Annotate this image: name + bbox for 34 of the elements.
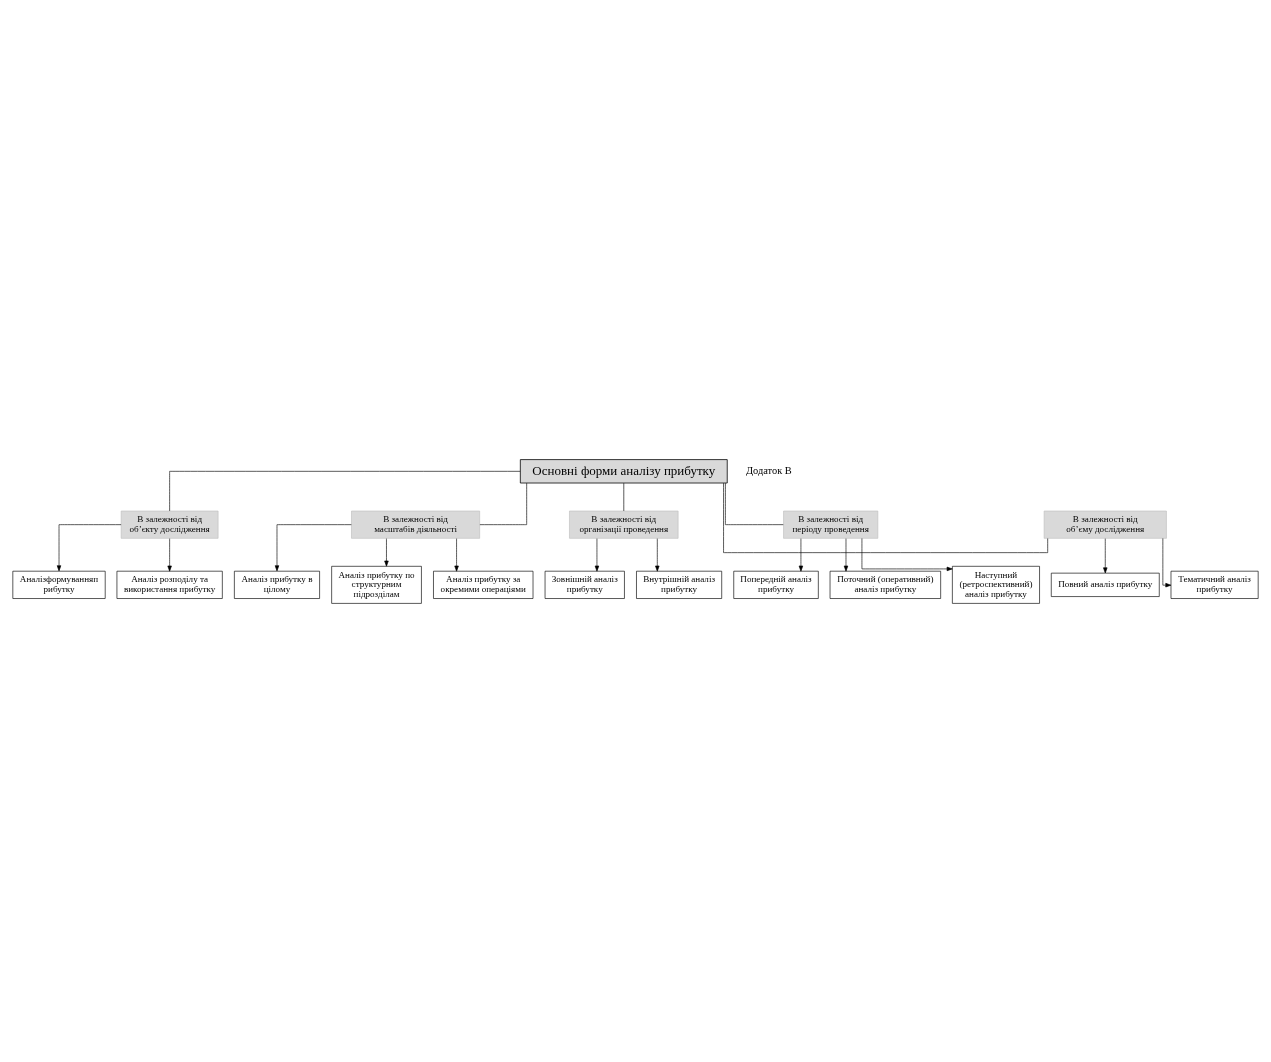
connector: [169, 470, 521, 511]
connector: [725, 482, 784, 525]
node-box: Внутрішній аналіз прибутку: [636, 570, 723, 599]
node-box: Повний аналіз прибутку: [1050, 572, 1160, 597]
node-box: В залежності від періоду проведення: [783, 510, 879, 539]
node-box: В залежності від масштабів діяльності: [351, 510, 480, 539]
arrow: [1103, 537, 1108, 573]
arrow: [861, 537, 953, 571]
node-box: В залежності від об’єкту дослідження: [120, 510, 219, 539]
arrow: [594, 537, 600, 571]
arrow: [274, 523, 352, 571]
arrow: [1162, 537, 1172, 587]
node-box: Аналіз прибутку в цілому: [234, 570, 320, 599]
node-box: Тематичний аналіз прибутку: [1170, 570, 1259, 599]
node-box: В залежності від організації проведення: [569, 510, 679, 539]
arrow: [167, 537, 172, 571]
arrow: [798, 537, 804, 571]
node-box: Наступний (ретроспективний) аналіз прибутку: [952, 565, 1040, 604]
connector: [479, 482, 527, 525]
arrow: [843, 537, 849, 571]
label: Додаток В: [745, 464, 792, 476]
node-box: В залежності від об’єму дослідження: [1043, 510, 1167, 539]
arrow: [384, 537, 389, 566]
node-box: Аналіз прибутку по структурним підрозділам: [331, 565, 422, 604]
node-box: Аналізформуванняп рибутку: [12, 570, 106, 599]
arrow: [655, 537, 660, 571]
node-box: Основні форми аналізу прибутку: [519, 458, 728, 483]
node-box: Попередній аналіз прибутку: [733, 570, 819, 599]
node-box: Поточний (оперативний) аналіз прибутку: [829, 570, 941, 599]
node-box: Аналіз прибутку за окремими операціями: [433, 570, 534, 599]
arrow: [56, 523, 122, 571]
node-box: Аналіз розподілу та використання прибутку: [116, 570, 223, 599]
node-box: Зовнішній аналіз прибутку: [544, 570, 625, 599]
arrow: [454, 537, 459, 571]
